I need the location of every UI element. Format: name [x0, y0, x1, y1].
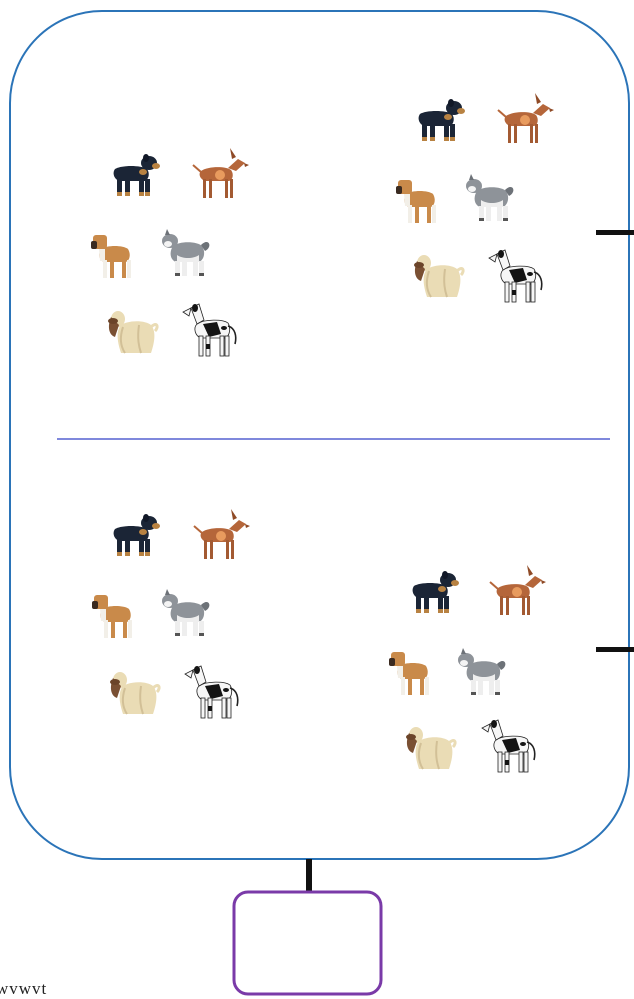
great-dane-icon: [183, 304, 236, 356]
rottweiler-icon: [419, 99, 465, 141]
great-dane-icon: [489, 250, 542, 302]
answer-box[interactable]: [234, 892, 381, 994]
doberman-icon: [194, 509, 250, 559]
boxer-icon: [92, 595, 132, 638]
doberman-icon: [193, 148, 249, 198]
dog-group-top-right: [396, 93, 554, 302]
dog-group-bottom-left: [92, 509, 250, 718]
right-connector-upper: [596, 230, 634, 235]
afghan-hound-icon: [406, 727, 455, 769]
afghan-hound-icon: [108, 311, 157, 353]
rottweiler-icon: [114, 154, 160, 196]
alaskan-malamute-icon: [458, 648, 505, 695]
right-connector-lower: [596, 647, 634, 652]
boxer-icon: [91, 235, 131, 278]
doberman-icon: [498, 93, 554, 143]
great-dane-icon: [482, 720, 535, 772]
great-dane-icon: [185, 666, 238, 718]
alaskan-malamute-icon: [466, 174, 513, 221]
bottom-connector: [306, 859, 312, 892]
doberman-icon: [490, 565, 546, 615]
dog-group-bottom-right: [389, 565, 546, 772]
rottweiler-icon: [413, 571, 459, 613]
rottweiler-icon: [114, 514, 160, 556]
afghan-hound-icon: [414, 255, 463, 297]
alaskan-malamute-icon: [162, 229, 209, 276]
dog-group-top-left: [91, 148, 249, 356]
boxer-icon: [396, 180, 436, 223]
boxer-icon: [389, 652, 429, 695]
afghan-hound-icon: [110, 672, 159, 714]
alaskan-malamute-icon: [162, 589, 209, 636]
cropped-bottom-text: wvwvt: [0, 979, 47, 999]
